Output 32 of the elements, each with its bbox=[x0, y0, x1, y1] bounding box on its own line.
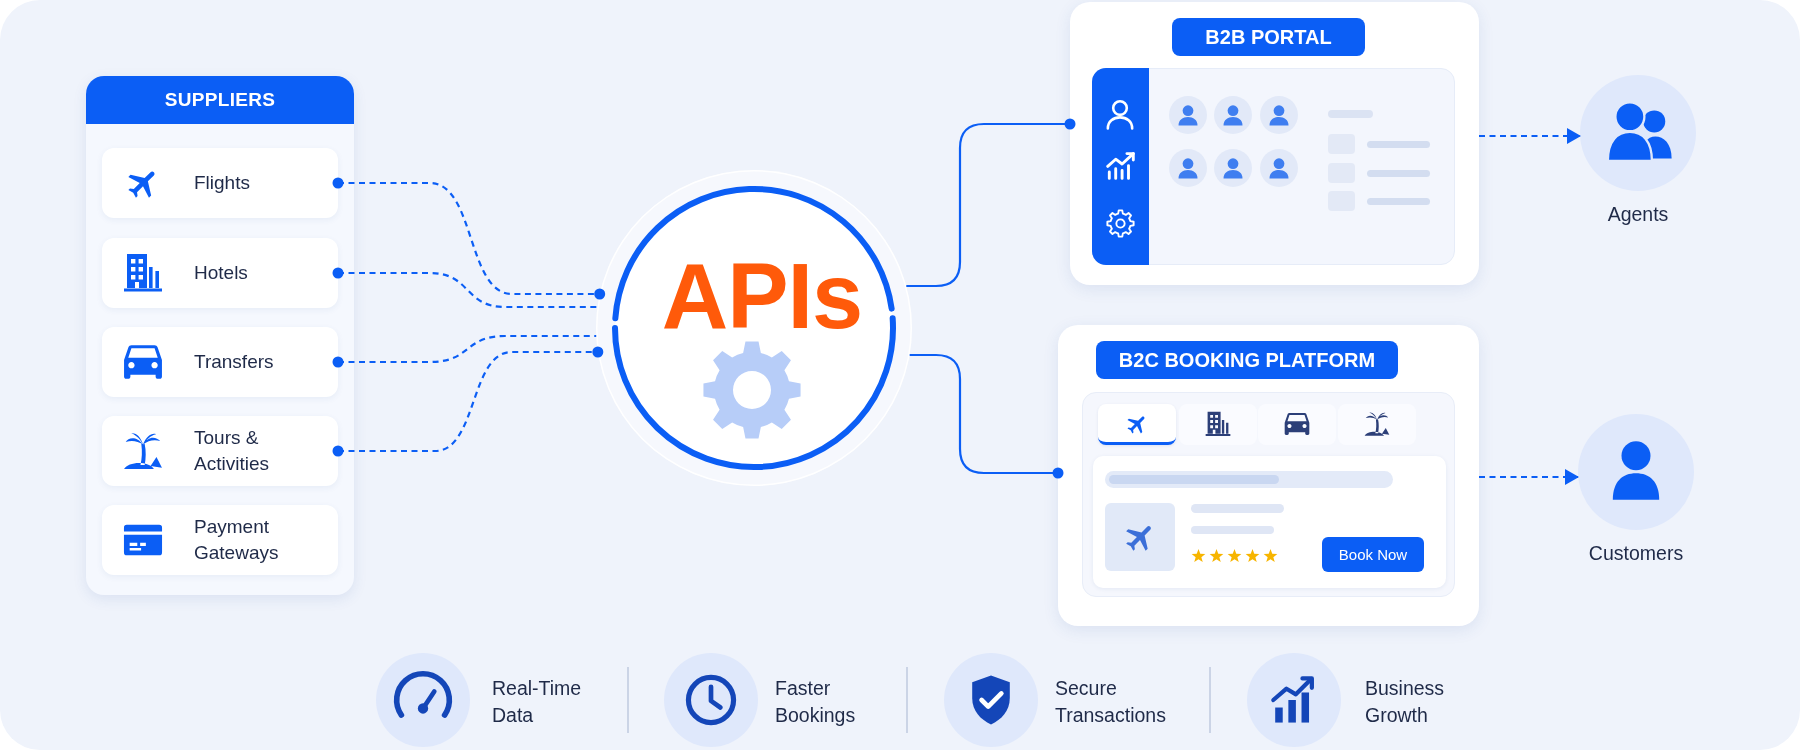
supplier-card bbox=[102, 505, 338, 575]
card-header: B2C BOOKING PLATFORM bbox=[1096, 341, 1398, 379]
feature-label: Secure Transactions bbox=[1055, 676, 1167, 728]
feature-label: Faster Bookings bbox=[775, 676, 857, 728]
supplier-label: Hotels bbox=[194, 261, 249, 285]
dashed-connector-line bbox=[332, 334, 597, 368]
feature-label: Real-Time Data bbox=[492, 676, 583, 728]
hub-title: APIs bbox=[661, 250, 863, 342]
node-caption: Customers bbox=[1588, 541, 1684, 565]
supplier-label: Transfers bbox=[194, 350, 275, 374]
dashed-arrow bbox=[1479, 469, 1579, 485]
supplier-panel bbox=[86, 76, 354, 595]
supplier-label: Flights bbox=[194, 171, 251, 195]
feature-label: Business Growth bbox=[1365, 676, 1446, 728]
dashed-connector-line bbox=[332, 177, 606, 300]
card-header: B2B PORTAL bbox=[1172, 18, 1365, 56]
portal-card bbox=[1070, 2, 1479, 285]
node-caption: Agents bbox=[1607, 202, 1669, 226]
supplier-card bbox=[102, 327, 338, 397]
portal-card bbox=[1058, 325, 1479, 626]
dashed-arrow bbox=[1479, 128, 1581, 144]
dashed-connector-line bbox=[332, 267, 598, 309]
supplier-card bbox=[102, 238, 338, 308]
book-button: Book Now bbox=[1322, 537, 1424, 572]
supplier-label: Payment Gateways bbox=[194, 515, 280, 565]
panel-header: SUPPLIERS bbox=[86, 76, 354, 124]
dashed-connector-line bbox=[332, 346, 604, 457]
supplier-card bbox=[102, 148, 338, 218]
connector-line bbox=[909, 353, 1064, 479]
supplier-label: Tours & Activities bbox=[194, 426, 270, 476]
supplier-card bbox=[102, 416, 338, 486]
connector-line bbox=[906, 118, 1076, 288]
